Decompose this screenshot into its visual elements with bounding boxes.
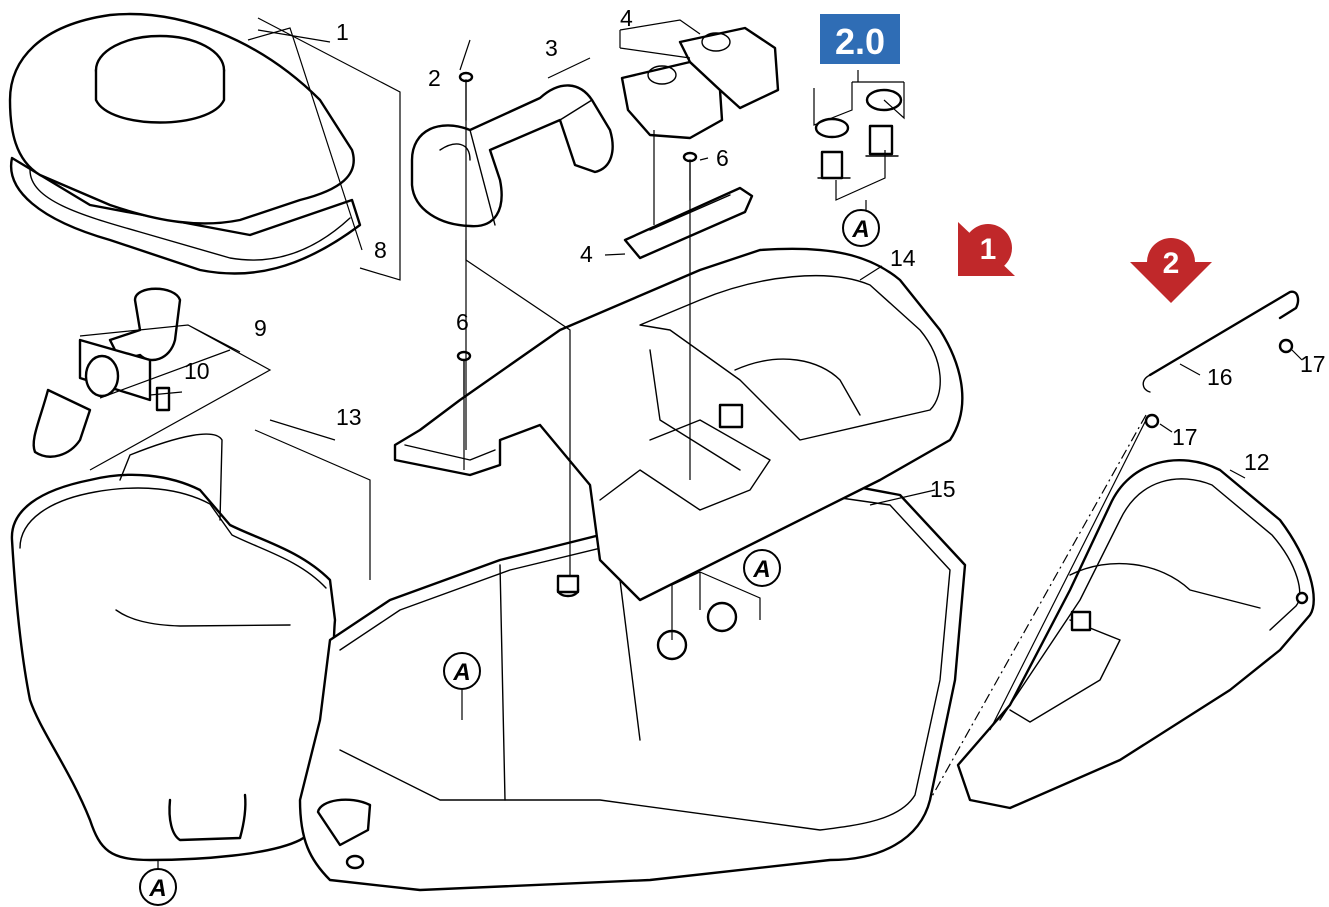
part-number-15: 15 [930,476,956,502]
view-marker-1: 1 [958,222,1015,276]
bucket-part [10,433,337,862]
handle-part [410,84,614,228]
callout-a-label: A [851,216,869,243]
callout-a-label: A [148,875,166,902]
callout-a: A [842,209,880,247]
part-number-12: 12 [1244,449,1270,475]
callout-a-label: A [752,556,770,583]
part-number-1: 1 [336,19,349,45]
hose-connector-part [32,287,182,458]
view-marker-2-text: 2 [1163,247,1180,280]
part-number-8: 8 [374,237,387,263]
part-number-2: 2 [428,65,441,91]
part-number-17-a: 17 [1300,351,1326,377]
screw-part [456,71,698,396]
view-marker-2: 2 [1130,238,1212,303]
part-number-17-b: 17 [1172,424,1198,450]
part-number-16: 16 [1207,364,1233,390]
version-badge-text: 2.0 [835,21,885,62]
callout-a-label: A [452,659,470,686]
part-number-4-top: 4 [620,5,633,31]
part-number-10: 10 [184,358,210,384]
part-number-3: 3 [545,35,558,61]
callout-a: A [443,652,481,690]
version-badge: 2.0 [820,14,900,64]
lid-part [8,12,362,275]
part-number-14: 14 [890,245,916,271]
part-number-4-mid: 4 [580,241,593,267]
switch-cover-part [620,26,780,140]
part-number-13: 13 [336,404,362,430]
housing-part [298,478,967,892]
top-cover-part [393,247,964,602]
cover-view2-part [956,459,1315,810]
callout-a: A [743,549,781,587]
push-button-part [814,88,903,180]
callout-a: A [139,868,177,906]
leader-lines [79,17,1303,870]
part-number-6-a: 6 [716,145,729,171]
part-number-6-b: 6 [456,309,469,335]
rod-part [1142,290,1300,429]
view-marker-1-text: 1 [980,233,997,266]
switch-rail-part [623,186,754,260]
part-number-9: 9 [254,315,267,341]
part-number-labels: 1 2 3 4 4 6 6 8 9 10 12 13 14 15 16 17 1… [184,5,1326,502]
